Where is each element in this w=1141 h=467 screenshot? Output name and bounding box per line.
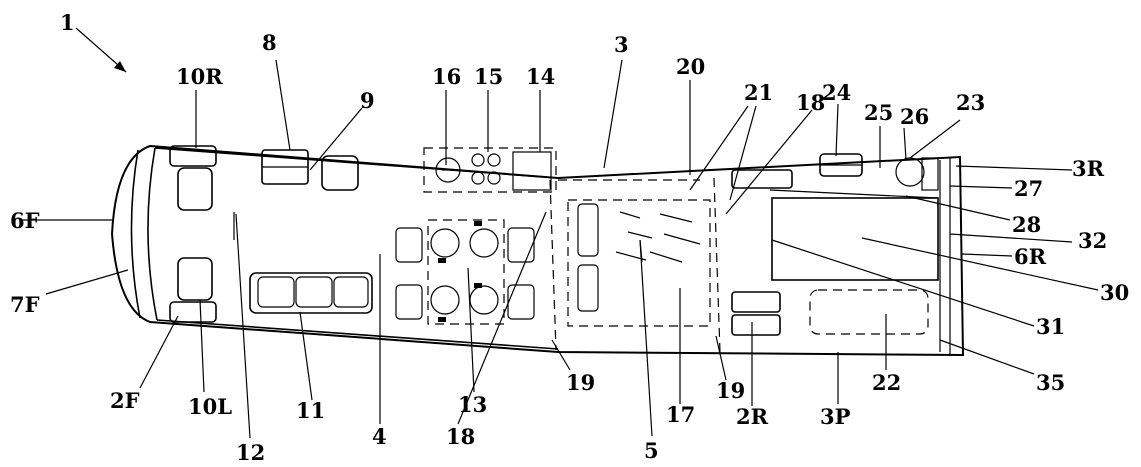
driver-seats xyxy=(169,145,235,323)
label-23: 23 xyxy=(956,90,985,115)
label-35: 35 xyxy=(1036,370,1065,395)
label-21: 21 xyxy=(744,80,773,105)
label-6R: 6R xyxy=(1014,244,1047,269)
label-9: 9 xyxy=(360,88,375,113)
leader-lines xyxy=(20,59,1099,439)
label-4: 4 xyxy=(372,424,387,449)
label-16: 16 xyxy=(432,64,461,89)
label-11: 11 xyxy=(296,398,325,423)
label-1: 1 xyxy=(60,10,75,35)
reference-arrow xyxy=(75,27,127,73)
label-5: 5 xyxy=(644,438,659,463)
label-10L: 10L xyxy=(188,394,232,419)
label-3R: 3R xyxy=(1072,156,1105,181)
label-27: 27 xyxy=(1014,176,1043,201)
label-7F: 7F xyxy=(10,292,40,317)
label-3: 3 xyxy=(614,32,629,57)
label-18-top: 18 xyxy=(796,90,825,115)
reference-labels: 1 10R 8 9 16 15 14 3 20 21 24 18 25 26 2… xyxy=(10,10,1129,465)
bedroom xyxy=(567,199,711,327)
label-10R: 10R xyxy=(176,64,223,89)
label-2F: 2F xyxy=(110,388,140,413)
label-15: 15 xyxy=(474,64,503,89)
label-28: 28 xyxy=(1012,212,1041,237)
dinette xyxy=(395,219,535,325)
label-25: 25 xyxy=(864,100,893,125)
bus-body xyxy=(110,144,965,357)
rear-storage xyxy=(731,289,929,336)
label-6F: 6F xyxy=(10,208,40,233)
label-30: 30 xyxy=(1100,280,1129,305)
label-14: 14 xyxy=(526,64,555,89)
label-2R: 2R xyxy=(736,404,769,429)
label-26: 26 xyxy=(900,104,929,129)
label-32: 32 xyxy=(1078,228,1107,253)
label-18-bottom: 18 xyxy=(446,424,475,449)
label-8: 8 xyxy=(262,30,277,55)
sofa xyxy=(249,272,373,314)
galley xyxy=(423,147,557,193)
label-12: 12 xyxy=(236,440,265,465)
label-19-left: 19 xyxy=(566,370,595,395)
label-31: 31 xyxy=(1036,314,1065,339)
label-17: 17 xyxy=(666,402,695,427)
label-24: 24 xyxy=(822,80,851,105)
label-20: 20 xyxy=(676,54,705,79)
front-lounge-furniture xyxy=(261,149,359,191)
partitions xyxy=(549,177,721,353)
label-19-right: 19 xyxy=(716,378,745,403)
label-3P: 3P xyxy=(820,404,851,429)
label-22: 22 xyxy=(872,370,901,395)
label-13: 13 xyxy=(458,392,487,417)
